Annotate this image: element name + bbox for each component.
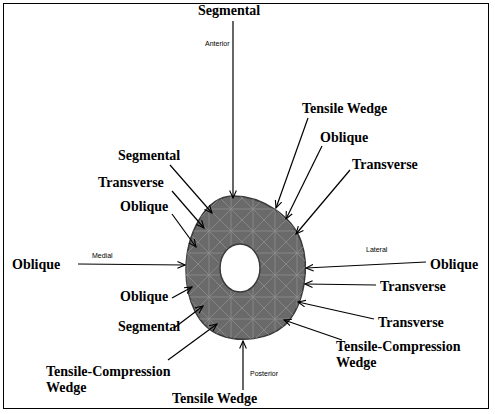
- fracture-label: Tensile-Compression Wedge: [46, 364, 191, 396]
- direction-label: Posterior: [250, 370, 278, 378]
- fracture-label: Segmental: [198, 3, 260, 19]
- fracture-label: Oblique: [320, 130, 368, 146]
- direction-label: Medial: [92, 252, 113, 260]
- leader-arrows: [78, 21, 426, 390]
- fracture-label: Segmental: [118, 319, 180, 335]
- bone-cross-section: [180, 190, 315, 350]
- fracture-label: Tensile-Compression Wedge: [336, 339, 484, 371]
- fracture-label: Transverse: [352, 157, 418, 173]
- fracture-label: Transverse: [380, 279, 446, 295]
- fracture-label: Transverse: [98, 175, 164, 191]
- fracture-label: Oblique: [12, 257, 60, 273]
- direction-label: Anterior: [205, 40, 230, 48]
- fracture-label: Oblique: [430, 257, 478, 273]
- fracture-label: Tensile Wedge: [302, 101, 387, 117]
- fracture-label: Oblique: [120, 289, 168, 305]
- fracture-label: Tensile Wedge: [172, 391, 257, 407]
- fracture-label: Transverse: [378, 315, 444, 331]
- fracture-label: Oblique: [120, 199, 168, 215]
- direction-label: Lateral: [366, 246, 387, 254]
- fracture-label: Segmental: [118, 148, 180, 164]
